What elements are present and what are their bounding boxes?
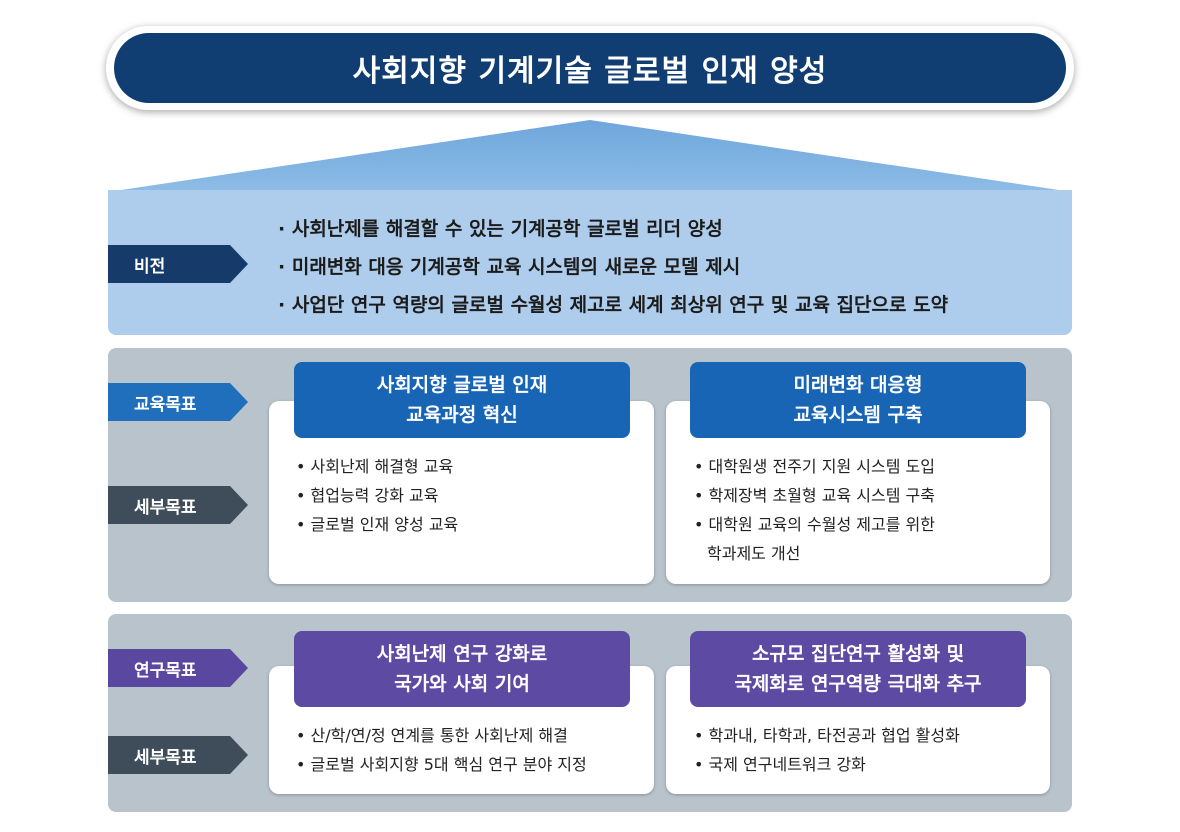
list-item-continuation: 학과제도 개선 (707, 544, 801, 563)
page-title: 사회지향 기계기술 글로벌 인재 양성 (114, 33, 1066, 103)
list-item: • 사회난제 해결형 교육 (296, 457, 454, 476)
research-card-2-list: • 학과내, 타학과, 타전공과 협업 활성화 • 국제 연구네트워크 강화 (694, 721, 960, 779)
vision-list: · 사회난제를 해결할 수 있는 기계공학 글로벌 리더 양성 · 미래변화 대… (278, 210, 1058, 324)
research-detail-label: 세부목표 (108, 736, 248, 774)
list-item: • 대학원 교육의 수월성 제고를 위한 (694, 515, 935, 534)
heading-line: 사회지향 글로벌 인재 (376, 374, 548, 396)
education-detail-label: 세부목표 (108, 486, 248, 524)
vision-item: · 미래변화 대응 기계공학 교육 시스템의 새로운 모델 제시 (278, 256, 741, 278)
vision-item: · 사회난제를 해결할 수 있는 기계공학 글로벌 리더 양성 (278, 218, 723, 240)
research-card-1-list: • 산/학/연/정 연계를 통한 사회난제 해결 • 글로벌 사회지향 5대 핵… (296, 721, 587, 779)
heading-line: 소규모 집단연구 활성화 및 (751, 643, 965, 665)
research-heading-1: 사회난제 연구 강화로 국가와 사회 기여 (294, 631, 630, 707)
roof-triangle (108, 120, 1072, 192)
list-item: • 글로벌 인재 양성 교육 (296, 515, 459, 534)
vision-band (108, 190, 1072, 335)
heading-line: 교육과정 혁신 (406, 404, 518, 426)
heading-line: 사회난제 연구 강화로 (376, 643, 548, 665)
education-card-2-list: • 대학원생 전주기 지원 시스템 도입 • 학제장벽 초월형 교육 시스템 구… (694, 452, 935, 568)
list-item: • 대학원생 전주기 지원 시스템 도입 (694, 457, 935, 476)
list-item: • 산/학/연/정 연계를 통한 사회난제 해결 (296, 726, 568, 745)
research-heading-2: 소규모 집단연구 활성화 및 국제화로 연구역량 극대화 추구 (690, 631, 1026, 707)
list-item: • 글로벌 사회지향 5대 핵심 연구 분야 지정 (296, 755, 587, 774)
list-item: • 국제 연구네트워크 강화 (694, 755, 866, 774)
education-heading-1: 사회지향 글로벌 인재 교육과정 혁신 (294, 362, 630, 438)
heading-line: 미래변화 대응형 (793, 374, 923, 396)
education-goal-label: 교육목표 (108, 383, 248, 421)
list-item: • 학과내, 타학과, 타전공과 협업 활성화 (694, 726, 960, 745)
vision-item: · 사업단 연구 역량의 글로벌 수월성 제고로 세계 최상위 연구 및 교육 … (278, 294, 949, 316)
list-item: • 학제장벽 초월형 교육 시스템 구축 (694, 486, 935, 505)
vision-label: 비전 (108, 245, 248, 283)
education-heading-2: 미래변화 대응형 교육시스템 구축 (690, 362, 1026, 438)
heading-line: 국제화로 연구역량 극대화 추구 (734, 673, 982, 695)
research-goal-label: 연구목표 (108, 649, 248, 687)
heading-line: 국가와 사회 기여 (394, 673, 530, 695)
heading-line: 교육시스템 구축 (793, 404, 923, 426)
education-card-1-list: • 사회난제 해결형 교육 • 협업능력 강화 교육 • 글로벌 인재 양성 교… (296, 452, 458, 539)
list-item: • 협업능력 강화 교육 (296, 486, 439, 505)
